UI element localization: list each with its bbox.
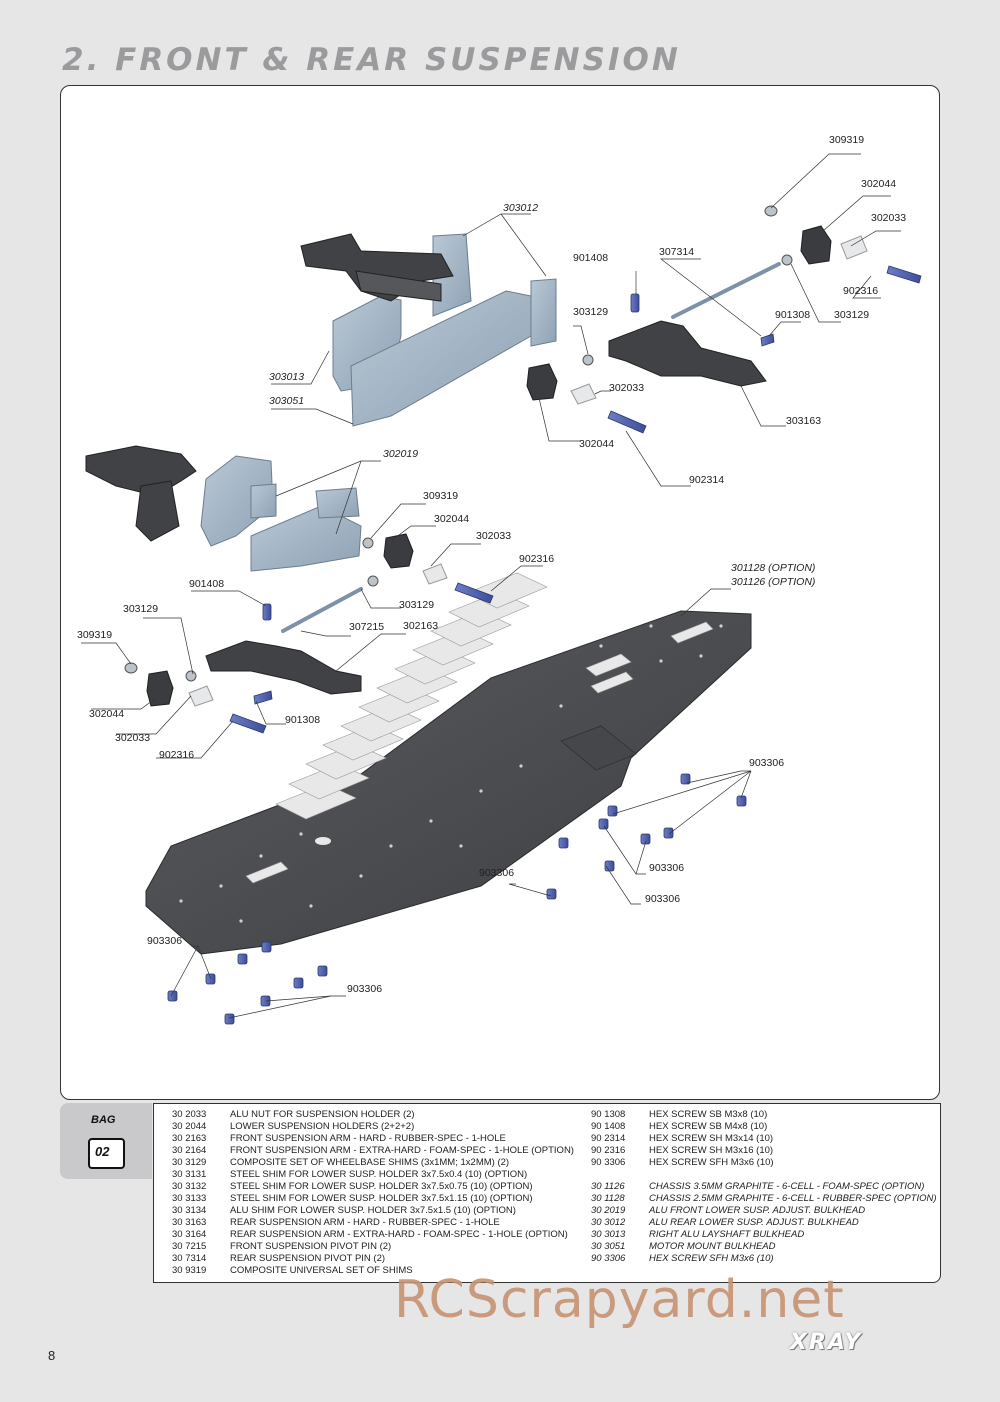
callout-label: 903306 <box>347 983 383 995</box>
rear-suspension-arm-lower <box>608 320 767 387</box>
callout-label: 303129 <box>399 599 435 611</box>
callout-label: 902316 <box>519 553 555 565</box>
callout-label: 302044 <box>434 513 470 525</box>
exploded-view-diagram: 309319 302044 302033 303012 901408 30731… <box>60 85 940 1100</box>
watermark: RCScrapyard.net <box>394 1270 845 1330</box>
callout-label: 903306 <box>147 935 183 947</box>
callout-label: 302019 <box>383 448 419 460</box>
page-number: 8 <box>48 1348 56 1363</box>
callout-label: 903306 <box>479 867 515 879</box>
callout-label: 903306 <box>649 862 685 874</box>
pivot-pins <box>281 262 781 633</box>
callout-label: 303129 <box>834 309 870 321</box>
flat-head-screws <box>167 773 747 1025</box>
callout-leaders <box>81 153 901 1019</box>
callout-label: 303012 <box>503 202 539 214</box>
bag-number: 02 <box>95 1144 110 1159</box>
front-suspension-arm-lower <box>205 640 362 695</box>
callout-label: 309319 <box>77 629 113 641</box>
alu-nuts <box>188 235 868 707</box>
page-title: 2. FRONT & REAR SUSPENSION <box>62 42 681 78</box>
rear-suspension-arm-upper <box>300 233 454 302</box>
callout-label: 901308 <box>285 714 321 726</box>
callout-label: 901408 <box>573 252 609 264</box>
callout-label: 901308 <box>775 309 811 321</box>
callout-label: 302033 <box>609 382 645 394</box>
callout-label: 903306 <box>645 893 681 905</box>
callout-label: 302033 <box>115 732 151 744</box>
callout-label: 303129 <box>573 306 609 318</box>
bag-indicator: BAG 02 <box>60 1103 152 1179</box>
rear-bulkheads <box>332 233 557 427</box>
screws <box>229 265 922 734</box>
shims <box>124 205 793 682</box>
callout-label: 902316 <box>843 285 879 297</box>
callout-label: 307314 <box>659 246 695 258</box>
bag-label: BAG <box>91 1114 116 1126</box>
callout-label: 302044 <box>89 708 125 720</box>
callout-label: 303163 <box>786 415 822 427</box>
callout-label: 901408 <box>189 578 225 590</box>
chassis-plate <box>145 572 752 955</box>
callout-label: 902314 <box>689 474 725 486</box>
callout-label: 302044 <box>861 178 897 190</box>
callout-label: 301126 (OPTION) <box>731 576 816 588</box>
assembly-illustration <box>81 153 922 1025</box>
front-suspension-arm-upper <box>85 445 197 542</box>
callout-label: 302033 <box>476 530 512 542</box>
brand-logo: XRAY <box>790 1330 863 1355</box>
callout-label: 301128 (OPTION) <box>731 562 816 574</box>
callout-label: 302033 <box>871 212 907 224</box>
callout-label: 303013 <box>269 371 305 383</box>
callout-label: 309319 <box>829 134 865 146</box>
callout-label: 302163 <box>403 620 439 632</box>
callout-label: 903306 <box>749 757 785 769</box>
callout-label: 902316 <box>159 749 195 761</box>
callout-label: 309319 <box>423 490 459 502</box>
bag-number-box: 02 <box>88 1138 125 1169</box>
callout-label: 307215 <box>349 621 385 633</box>
front-bulkheads <box>200 455 362 572</box>
callout-label: 302044 <box>579 438 615 450</box>
callout-label: 303051 <box>269 395 305 407</box>
suspension-holders <box>146 225 832 707</box>
callout-label: 303129 <box>123 603 159 615</box>
